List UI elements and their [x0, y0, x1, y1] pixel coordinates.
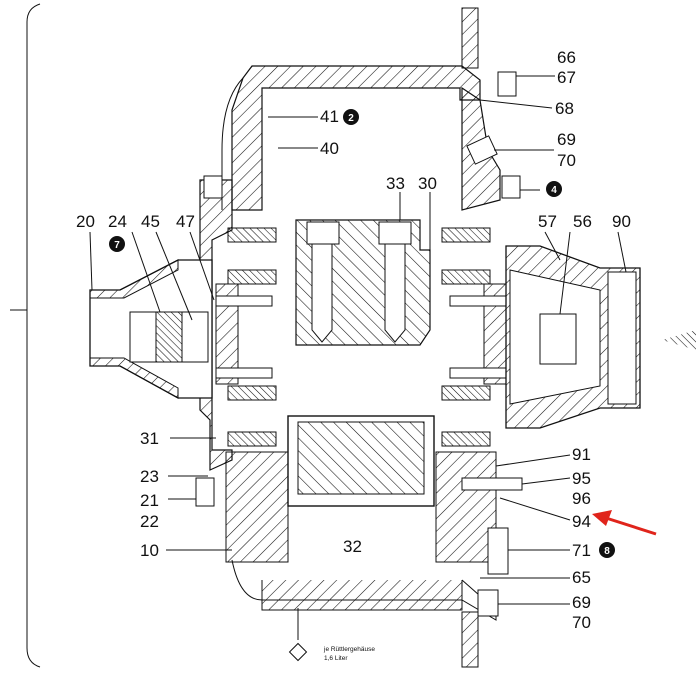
left-coupling [89, 259, 213, 399]
top-flange [461, 7, 479, 668]
label-68: 68 [555, 99, 574, 118]
inner-flanges [215, 283, 507, 385]
oil-fill-marker [288, 642, 308, 662]
right-coupling [505, 245, 641, 429]
note-line-1: je Rüttlergehäuse [323, 646, 375, 653]
badge-7: 7 [109, 236, 125, 252]
badge-4: 4 [546, 181, 562, 197]
label-30: 30 [418, 174, 437, 193]
svg-text:4: 4 [551, 185, 557, 196]
note-line-2: 1,6 Liter [324, 655, 348, 662]
label-69-bottom: 69 [572, 593, 591, 612]
label-20: 20 [76, 212, 95, 231]
label-69-top: 69 [557, 130, 576, 149]
label-22: 22 [140, 512, 159, 531]
badge-2: 2 [343, 109, 359, 125]
eccentric-lower [287, 415, 435, 507]
part-labels: 66 67 68 41 40 69 70 33 30 20 24 45 47 5… [76, 48, 631, 632]
bolts [195, 71, 523, 617]
label-23: 23 [140, 467, 159, 486]
label-21: 21 [140, 491, 159, 510]
bearings [227, 227, 491, 447]
label-41: 41 [320, 107, 339, 126]
label-57: 57 [538, 212, 557, 231]
label-70-top: 70 [557, 151, 576, 170]
label-32: 32 [343, 537, 362, 556]
svg-text:7: 7 [114, 240, 120, 251]
label-66: 66 [557, 48, 576, 67]
label-33: 33 [386, 174, 405, 193]
label-67: 67 [557, 68, 576, 87]
label-40: 40 [320, 139, 339, 158]
label-95: 95 [572, 469, 591, 488]
label-90: 90 [612, 212, 631, 231]
label-96: 96 [572, 489, 591, 508]
leader-lines [89, 75, 627, 640]
label-31: 31 [140, 429, 159, 448]
oil-volume-note: je Rüttlergehäuse 1,6 Liter [323, 646, 375, 662]
label-56: 56 [573, 212, 592, 231]
label-10: 10 [140, 541, 159, 560]
label-24: 24 [108, 212, 127, 231]
svg-text:2: 2 [348, 113, 354, 124]
red-pointer-arrow [592, 510, 657, 536]
upper-housing [221, 65, 501, 211]
label-65: 65 [572, 568, 591, 587]
label-45: 45 [141, 212, 160, 231]
label-70-bottom: 70 [572, 613, 591, 632]
label-71: 71 [572, 541, 591, 560]
label-94: 94 [572, 512, 591, 531]
svg-text:8: 8 [604, 546, 610, 557]
callout-badges: 2 4 7 8 [109, 109, 615, 558]
eccentric-upper [295, 219, 431, 346]
label-47: 47 [176, 212, 195, 231]
badge-8: 8 [599, 542, 615, 558]
label-91: 91 [572, 445, 591, 464]
bracket-left [10, 3, 41, 668]
right-edge-hatch [662, 330, 696, 350]
